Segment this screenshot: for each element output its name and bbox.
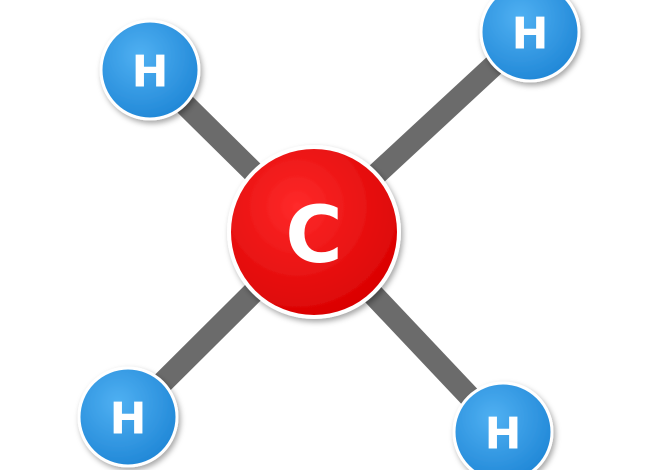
hydrogen-atom-top-left <box>99 19 201 121</box>
carbon-label: C <box>285 191 342 281</box>
carbon-atom <box>227 145 401 319</box>
hydrogen-atom-bottom-right <box>452 381 554 470</box>
hydrogen-atom-top-right <box>479 0 581 83</box>
hydrogen-label-top-left: H <box>132 47 169 98</box>
hydrogen-label-bottom-left: H <box>110 394 147 445</box>
hydrogen-atom-bottom-left <box>77 366 179 468</box>
hydrogen-label-top-right: H <box>512 9 549 60</box>
hydrogen-label-bottom-right: H <box>485 409 522 460</box>
